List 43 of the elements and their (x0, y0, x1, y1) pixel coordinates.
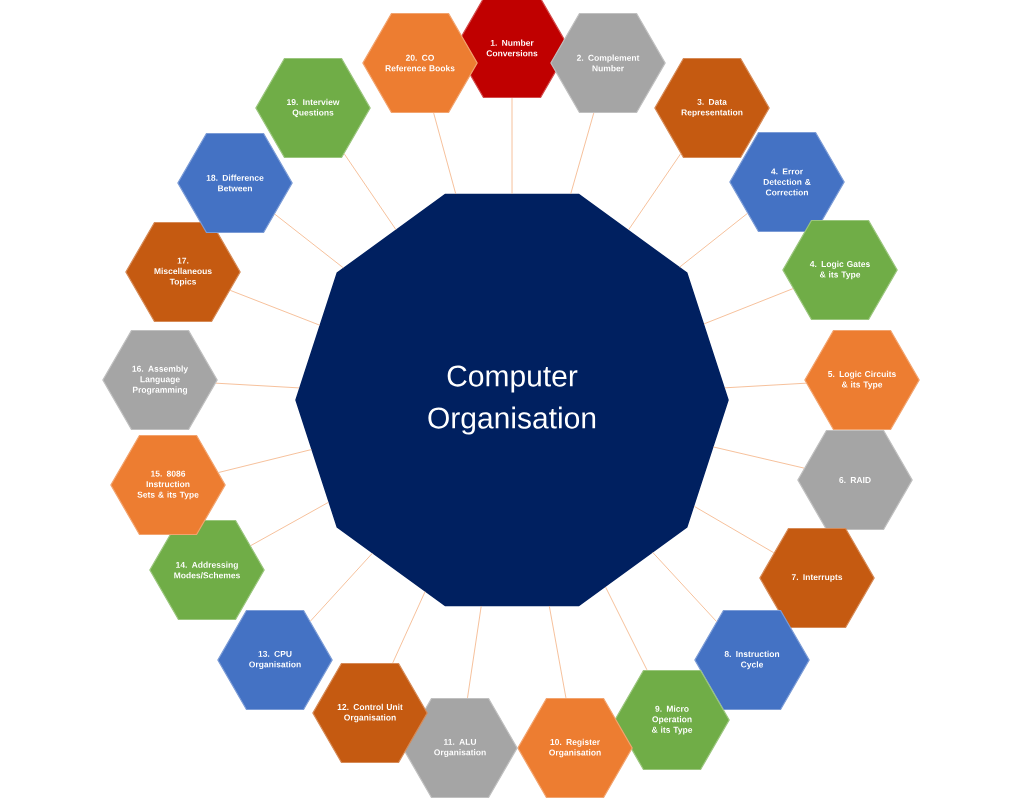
connector-line (652, 552, 717, 622)
connector-line (467, 605, 482, 699)
topic-hexagon: 6. RAID (797, 429, 913, 531)
connector-line (703, 288, 794, 325)
connector-line (511, 97, 513, 195)
connector-line (713, 446, 805, 469)
connector-line (570, 112, 595, 195)
topic-hexagon: 20. CO Reference Books (362, 12, 478, 114)
topic-hexagon: 4. Error Detection & Correction (729, 131, 845, 233)
topic-hexagon: 5. Logic Circuits & its Type (804, 329, 920, 431)
connector-line (310, 552, 373, 622)
center-decagon: Computer Organisation (295, 193, 729, 607)
topic-hexagon: 13. CPU Organisation (217, 609, 333, 711)
connector-line (343, 153, 397, 230)
connector-line (229, 289, 320, 326)
connector-line (628, 153, 681, 231)
topic-hexagon: 2. Complement Number (550, 12, 666, 114)
connector-line (679, 213, 748, 268)
connector-line (548, 605, 567, 699)
connector-line (605, 586, 648, 671)
connector-line (392, 591, 426, 664)
connector-line (693, 505, 775, 554)
topic-hexagon: 16. Assembly Language Programming (102, 329, 218, 431)
connector-line (215, 382, 300, 389)
topic-hexagon: 1. Number Conversions (454, 0, 570, 99)
topic-hexagon: 12. Control Unit Organisation (312, 662, 428, 764)
topic-hexagon: 17. Miscellaneous Topics (125, 221, 241, 323)
connector-line (274, 213, 344, 269)
topic-hexagon: 15. 8086 Instruction Sets & its Type (110, 434, 226, 536)
topic-hexagon: 14. Addressing Modes/Schemes (149, 519, 265, 621)
connector-line (724, 382, 807, 389)
topic-hexagon: 11. ALU Organisation (402, 697, 518, 799)
topic-hexagon: 8. Instruction Cycle (694, 609, 810, 711)
connector-line (218, 449, 312, 473)
topic-hexagon: 3. Data Representation (654, 57, 770, 159)
topic-hexagon: 19. Interview Questions (255, 57, 371, 159)
topic-hexagon: 18. Difference Between (177, 132, 293, 234)
topic-hexagon: 7. Interrupts (759, 527, 875, 629)
topic-hexagon: 9. Micro Operation & its Type (614, 669, 730, 771)
topic-hexagon: 10. Register Organisation (517, 697, 633, 799)
connector-line (250, 501, 329, 546)
connector-line (433, 112, 457, 195)
topic-hexagon: 4. Logic Gates & its Type (782, 219, 898, 321)
